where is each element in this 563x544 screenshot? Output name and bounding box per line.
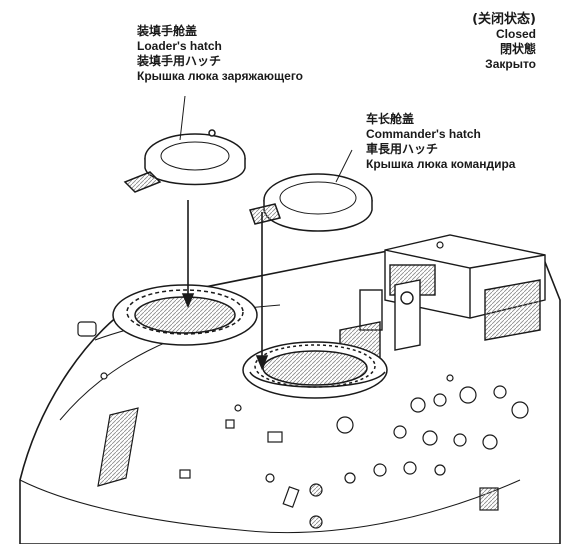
commander-label-ru: Крышка люка командира (366, 157, 516, 171)
loader-label-ru: Крышка люка заряжающего (137, 69, 304, 83)
loader-hatch-ring (112, 284, 258, 346)
commander-hatch-label: 车长舱盖 Commander's hatch 車長用ハッチ Крышка люк… (366, 112, 515, 172)
leader-lines (179, 95, 353, 183)
closed-status-label: (关闭状态) Closed 閉状態 Закрыто (472, 12, 536, 72)
turret-details (77, 241, 529, 529)
assembly-arrows (181, 200, 269, 371)
status-label-zh: (关闭状态) (472, 12, 536, 27)
commander-label-zh: 车长舱盖 (366, 112, 415, 126)
commander-label-en: Commander's hatch (366, 127, 481, 141)
commander-label-ja: 車長用ハッチ (366, 142, 439, 156)
commander-hatch-lid (249, 173, 373, 232)
loader-label-ja: 装填手用ハッチ (137, 54, 222, 68)
commander-cupola-ring (242, 341, 388, 399)
loader-hatch-label: 装填手舱盖 Loader's hatch 装填手用ハッチ Крышка люка… (137, 24, 303, 84)
status-label-ja: 閉状態 (499, 42, 536, 56)
status-label-ru: Закрыто (485, 57, 536, 71)
loader-label-en: Loader's hatch (137, 39, 222, 53)
loader-label-zh: 装填手舱盖 (137, 24, 198, 38)
turret-stowage-box (384, 234, 546, 341)
loader-hatch-lid (123, 129, 246, 193)
status-label-en: Closed (495, 27, 536, 41)
